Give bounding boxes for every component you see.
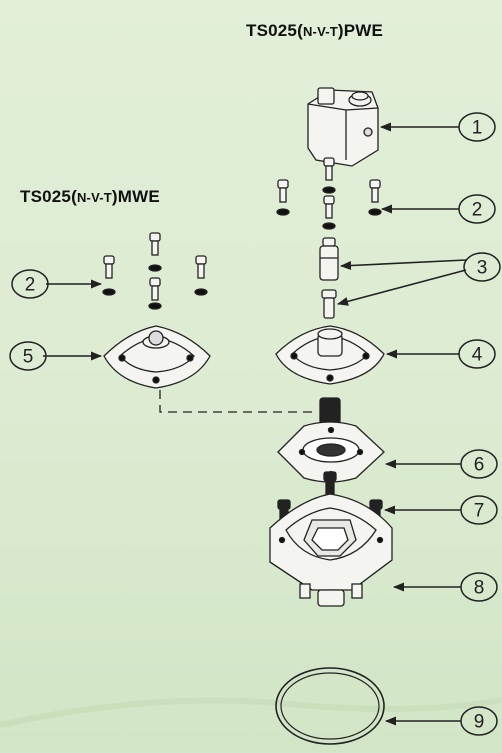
callout-bubble-2-pwe	[458, 194, 496, 224]
callout-9: 9	[474, 712, 485, 733]
title-mwe-prefix: TS025(	[20, 187, 77, 206]
o-ring-part	[275, 667, 385, 745]
bonnet-mwe-part	[103, 325, 211, 389]
callout-4: 4	[472, 345, 483, 366]
callout-bubble-6	[460, 449, 498, 479]
title-pwe-suffix: )PWE	[337, 21, 384, 40]
callout-bubble-5	[9, 341, 47, 371]
callout-bubble-7	[460, 495, 498, 525]
callout-3: 3	[477, 258, 488, 279]
callout-6: 6	[474, 455, 485, 476]
callout-bubble-9	[460, 706, 498, 736]
dashed-connector	[159, 390, 316, 413]
callout-bubble-8	[460, 572, 498, 602]
callout-2-pwe: 2	[472, 200, 483, 221]
screw-set-mwe	[102, 232, 208, 310]
bonnet-pwe-part	[275, 325, 385, 385]
leader-3a	[339, 259, 467, 270]
spring-part	[319, 397, 341, 425]
title-pwe: TS025(N-V-T)PWE	[246, 21, 383, 41]
plunger-part	[319, 237, 339, 319]
leader-3b	[336, 269, 467, 306]
valve-body-part	[269, 493, 393, 607]
title-mwe: TS025(N-V-T)MWE	[20, 187, 160, 207]
callout-bubble-3	[463, 252, 501, 282]
screw-set-pwe	[276, 157, 382, 230]
title-mwe-suffix: )MWE	[111, 187, 160, 206]
callout-1: 1	[472, 118, 483, 139]
background-swoosh	[0, 697, 502, 728]
title-pwe-variant: N-V-T	[302, 24, 338, 39]
callout-7: 7	[474, 501, 485, 522]
callout-bubble-1	[458, 112, 496, 142]
callout-8: 8	[474, 578, 485, 599]
title-pwe-prefix: TS025(	[246, 21, 303, 40]
callout-bubble-4	[458, 339, 496, 369]
callout-5: 5	[23, 347, 34, 368]
solenoid-coil-part	[307, 87, 379, 167]
callout-bubble-2-mwe	[11, 269, 49, 299]
callout-2-mwe: 2	[25, 275, 36, 296]
title-mwe-variant: N-V-T	[76, 190, 112, 205]
